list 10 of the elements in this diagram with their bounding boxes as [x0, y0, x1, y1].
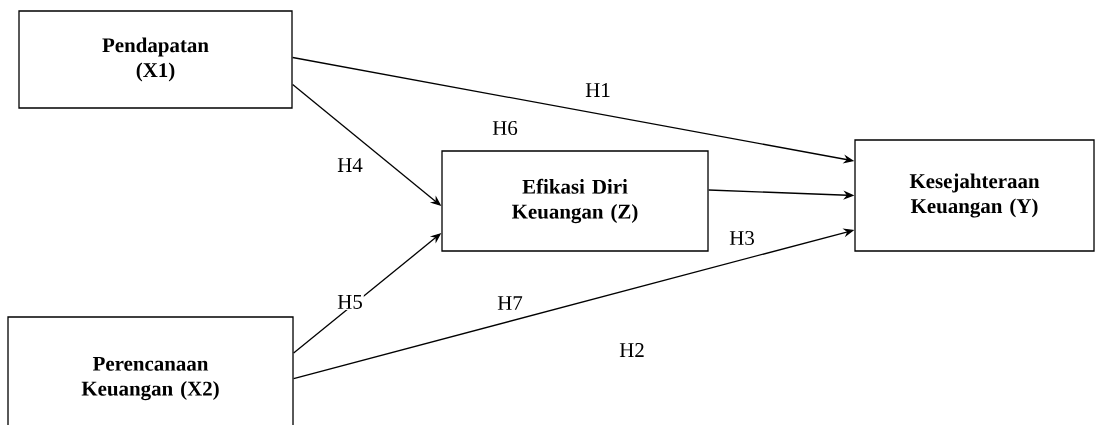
variable-box: Kesejahteraan Keuangan (Y) — [854, 139, 1095, 252]
hypothesis-label: H1 — [584, 82, 612, 98]
hypothesis-label: H2 — [618, 342, 646, 358]
hypothesis-label: H3 — [728, 230, 756, 247]
hypothesis-label: H4 — [336, 157, 364, 173]
hypothesis-label: H7 — [496, 295, 524, 311]
hypothesis-label: H5 — [336, 294, 364, 310]
variable-box: Perencanaan Keuangan (X2) — [7, 316, 294, 425]
variable-box: Pendapatan (X1) — [18, 10, 293, 109]
variable-box: Efikasi Diri Keuangan (Z) — [441, 150, 709, 252]
